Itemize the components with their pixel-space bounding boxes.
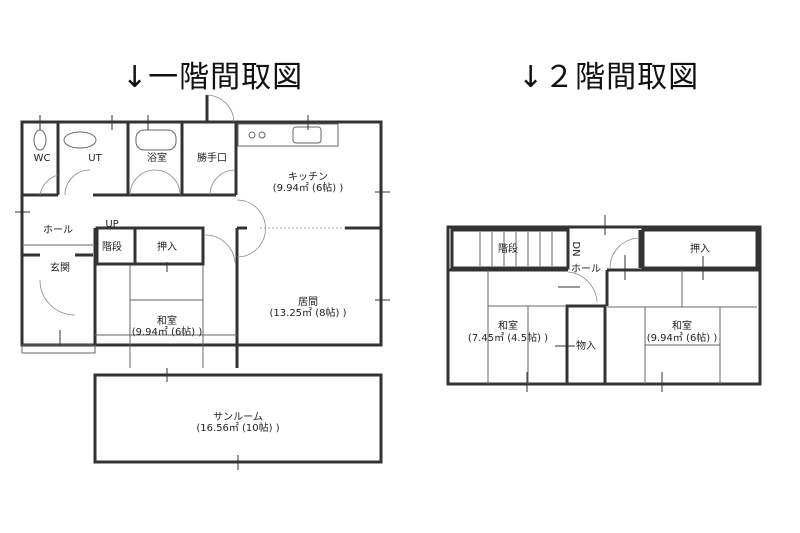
entrance-label: 玄関 [50,261,70,274]
f2-washitsu-left-label: 和室 [498,319,518,332]
kitchen-area: (9.94㎡ (6帖) ) [273,181,344,194]
toilet-icon [33,129,47,151]
sunroom-label: サンルーム [213,411,263,423]
floor2-plan: 階段 DN ホール 押入 和室 (7.45㎡ (4.5帖) ) 物入 和室 (9… [446,215,762,392]
floor2-title: ↓２階間取図 [518,60,700,95]
ut-label: UT [88,153,102,164]
sink-icon [292,126,322,144]
f2-hall-label: ホール [571,263,601,275]
sunroom-area: (16.56㎡ (10帖) ) [196,421,279,434]
hall-label: ホール [43,224,73,236]
closet-label: 押入 [157,240,177,253]
bath-label: 浴室 [147,151,167,164]
up-label: UP [105,219,118,230]
washitsu-label: 和室 [157,314,177,327]
back-door-label: 勝手口 [197,151,227,164]
kitchen-label: キッチン [288,171,328,183]
stairs-label: 階段 [102,240,122,253]
floor1-title: ↓一階間取図 [122,60,304,95]
floor1-outer-wall [20,120,383,347]
bathtub-icon [135,129,177,151]
f2-stairs-label: 階段 [498,242,518,255]
floor1-plan: WC UT 浴室 勝手口 キッチン (9.94㎡ (6帖) ) ホール UP 階… [15,94,390,470]
f2-washitsu-right-area: (9.94㎡ (6帖) ) [647,331,718,344]
f2-washitsu-right-label: 和室 [672,319,692,332]
basin-icon [63,131,97,149]
washitsu-area: (9.94㎡ (6帖) ) [132,325,203,338]
wc-label: WC [34,153,51,164]
living-area: (13.25㎡ (8帖) ) [270,306,347,319]
dn-label: DN [570,241,581,256]
f2-washitsu-left-area: (7.45㎡ (4.5帖) ) [468,331,548,344]
kitchen-counter [237,123,339,147]
porch [21,344,96,354]
storage-label: 物入 [576,339,596,352]
f2-closet-label: 押入 [690,242,710,255]
living-label: 居間 [298,296,318,308]
